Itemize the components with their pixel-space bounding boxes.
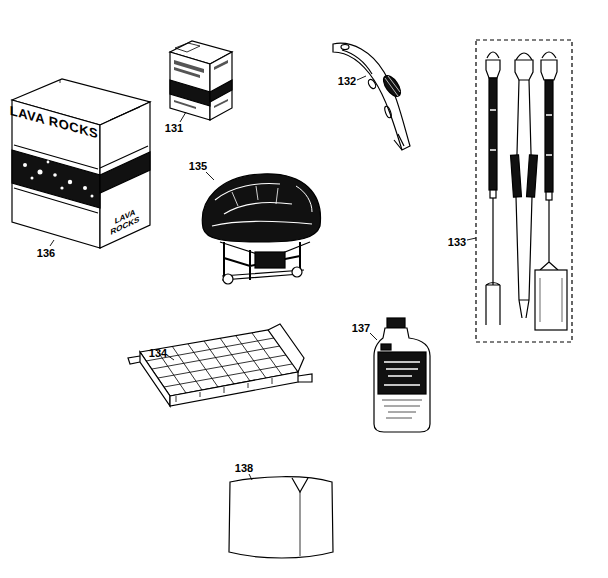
- lava-rock-box-large: [12, 79, 150, 248]
- callout-number: 137: [352, 323, 370, 334]
- callout-number: 133: [448, 237, 466, 248]
- grill-tool: [333, 43, 410, 150]
- callout-number: 136: [37, 248, 55, 259]
- callout-number: 132: [338, 76, 356, 87]
- callout-number: 138: [235, 463, 253, 474]
- tool-set: [476, 40, 572, 342]
- cleaner-bottle: [374, 318, 430, 432]
- wire-basket: [128, 324, 312, 406]
- grill-cover: [202, 174, 320, 284]
- rock-box-small: [170, 41, 232, 120]
- callout-number: 134: [149, 348, 167, 359]
- leader-lines: [50, 76, 476, 480]
- callout-number: 131: [165, 123, 183, 134]
- callout-number: 135: [189, 161, 207, 172]
- grill-cover-wrap: [229, 477, 333, 558]
